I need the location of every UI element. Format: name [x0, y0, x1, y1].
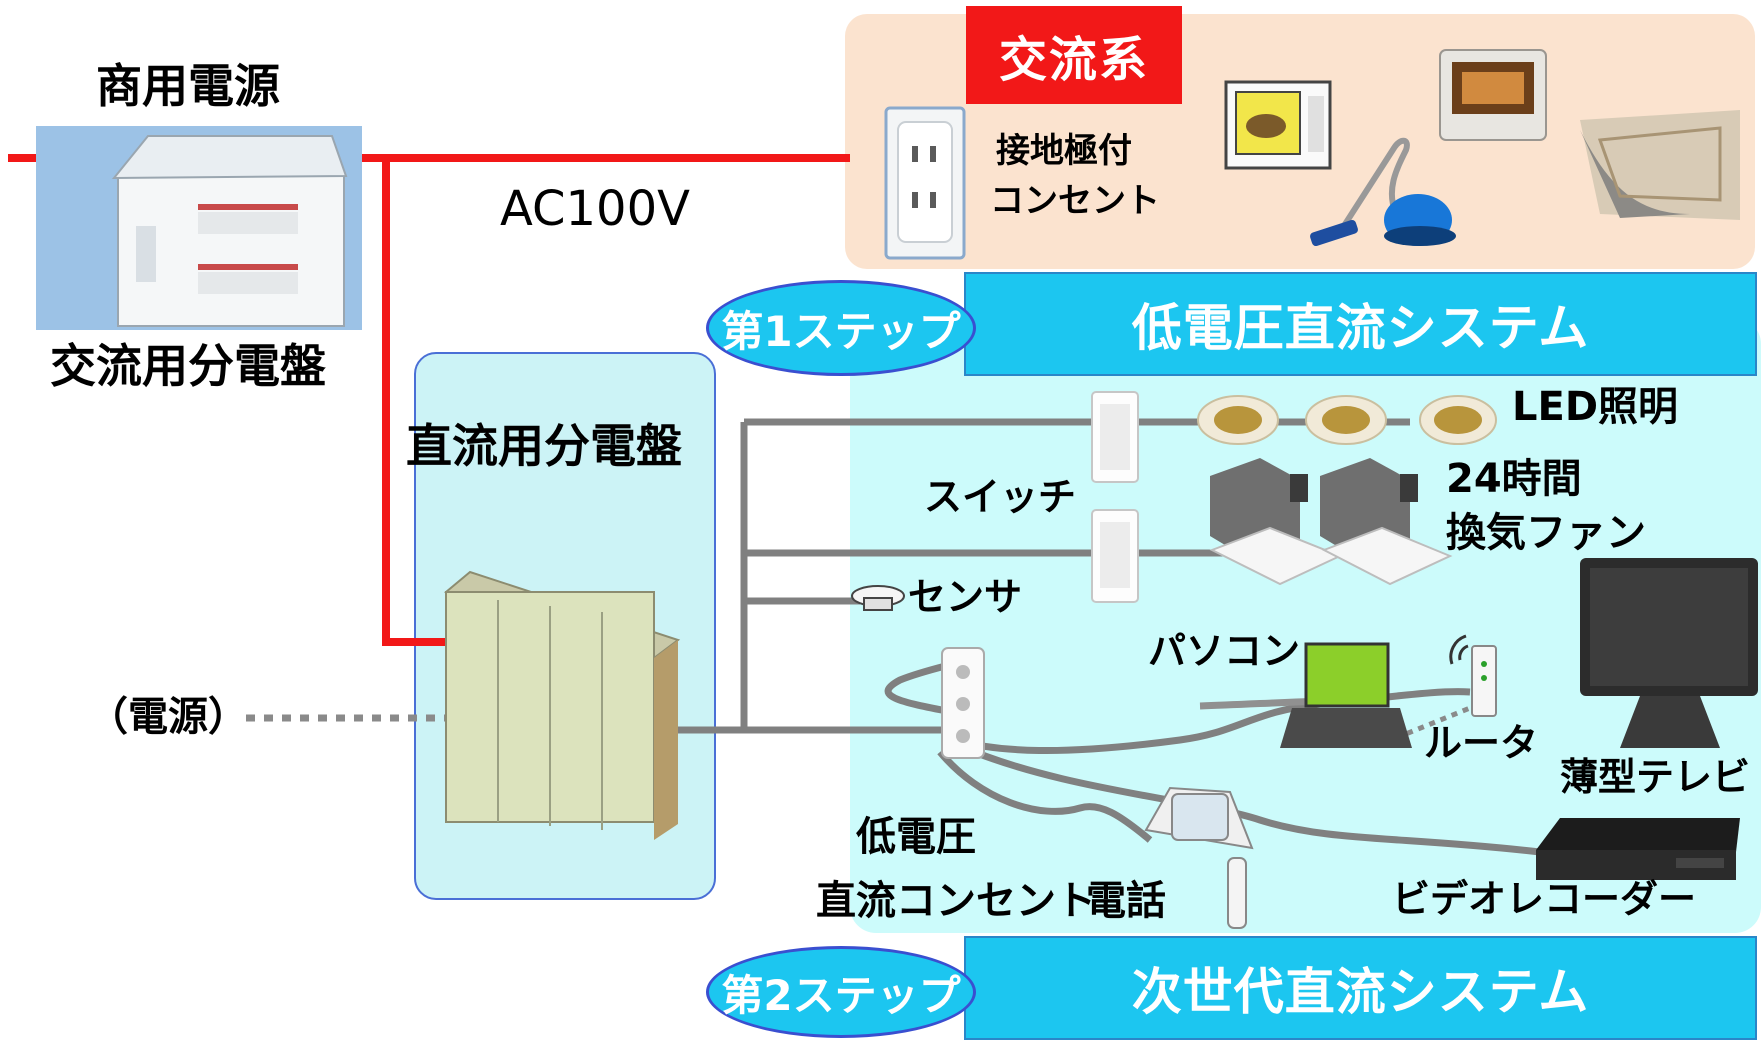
- switch-label: スイッチ: [924, 475, 1077, 519]
- step2-oval: 第2ステップ: [706, 946, 976, 1038]
- sensor-image: [851, 585, 905, 611]
- outlet-label-line1: 接地極付: [996, 131, 1132, 171]
- router-label: ルータ: [1424, 721, 1539, 765]
- sensor-label: センサ: [908, 575, 1023, 619]
- power-source-label: （電源）: [88, 694, 248, 740]
- flat-tv-image: [1580, 558, 1758, 748]
- switch-image-2: [1091, 509, 1139, 603]
- vacuum-cleaner-image: [1310, 137, 1456, 247]
- step1-title-bar: 低電圧直流システム: [964, 272, 1757, 376]
- dc-board-label: 直流用分電盤: [406, 419, 682, 473]
- ac-distribution-panel-image: [36, 126, 362, 330]
- video-recorder-image: [1536, 818, 1740, 880]
- fan-label-line2: 換気ファン: [1446, 510, 1646, 556]
- step1-oval: 第1ステップ: [706, 280, 976, 376]
- switch-image-1: [1091, 391, 1139, 483]
- dc-outlet-label-line1: 低電圧: [856, 814, 976, 860]
- electric-carpet-image: [1580, 110, 1740, 220]
- ac-wiring: [8, 154, 850, 646]
- router-image: [1449, 634, 1497, 717]
- ac-system-tag: 交流系: [966, 6, 1182, 104]
- led-label: LED照明: [1512, 384, 1679, 430]
- laptop-image: [1280, 642, 1412, 748]
- dc-wiring: [675, 418, 1541, 856]
- telephone-image: [1144, 786, 1254, 929]
- router-wireless-link: [1395, 705, 1471, 741]
- fan-label-line1: 24時間: [1446, 456, 1582, 502]
- recorder-label: ビデオレコーダー: [1392, 877, 1697, 921]
- led-light-image: [1197, 395, 1497, 445]
- outlet-label-line2: コンセント: [990, 181, 1160, 221]
- phone-label: 電話: [1086, 878, 1166, 924]
- grounded-outlet-image: [884, 106, 966, 260]
- dc-outlet-image: [941, 647, 985, 759]
- ventilation-fan-image: [1209, 458, 1453, 586]
- step2-title-bar: 次世代直流システム: [964, 936, 1757, 1040]
- microwave-image: [1224, 80, 1332, 170]
- tv-label: 薄型テレビ: [1560, 755, 1751, 799]
- ac-voltage-label: AC100V: [500, 181, 690, 237]
- dc-distribution-board-image: [443, 570, 681, 840]
- ac-panel-label: 交流用分電盤: [50, 339, 326, 393]
- commercial-power-label: 商用電源: [96, 59, 280, 113]
- oven-image: [1439, 49, 1547, 141]
- dc-outlet-label-line2: 直流コンセント: [816, 878, 1096, 924]
- pc-label: パソコン: [1148, 629, 1301, 673]
